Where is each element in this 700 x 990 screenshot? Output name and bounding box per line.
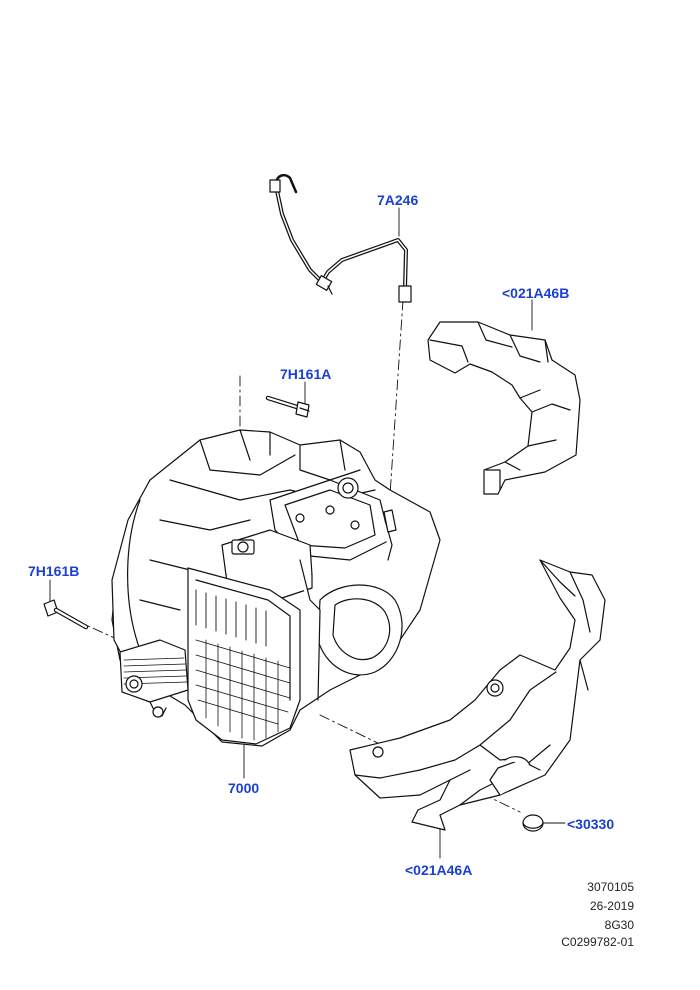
- upper-heat-shield[interactable]: [427, 321, 581, 495]
- oil-cooler-pipe[interactable]: [269, 174, 412, 303]
- callout-7000[interactable]: 7000: [228, 780, 260, 796]
- callout-7H161A[interactable]: 7H161A: [280, 366, 332, 382]
- callout-30330[interactable]: <30330: [567, 816, 615, 832]
- drawing-model-code: 8G30: [604, 918, 634, 932]
- bolt-upper[interactable]: [265, 395, 310, 418]
- drawing-number: 3070105: [587, 880, 634, 894]
- drawing-reference: C0299782-01: [561, 935, 634, 949]
- callout-021A46A[interactable]: <021A46A: [405, 862, 473, 878]
- lower-heat-shield[interactable]: [349, 559, 606, 831]
- callout-7H161B[interactable]: 7H161B: [28, 563, 80, 579]
- callout-7A246[interactable]: 7A246: [377, 192, 419, 208]
- bolt-left[interactable]: [43, 599, 89, 630]
- transmission-assembly[interactable]: [111, 429, 441, 747]
- drawing-date: 26-2019: [589, 899, 634, 913]
- callout-021A46B[interactable]: <021A46B: [502, 285, 570, 301]
- leader-lines: [49, 207, 566, 859]
- plug[interactable]: [522, 814, 544, 832]
